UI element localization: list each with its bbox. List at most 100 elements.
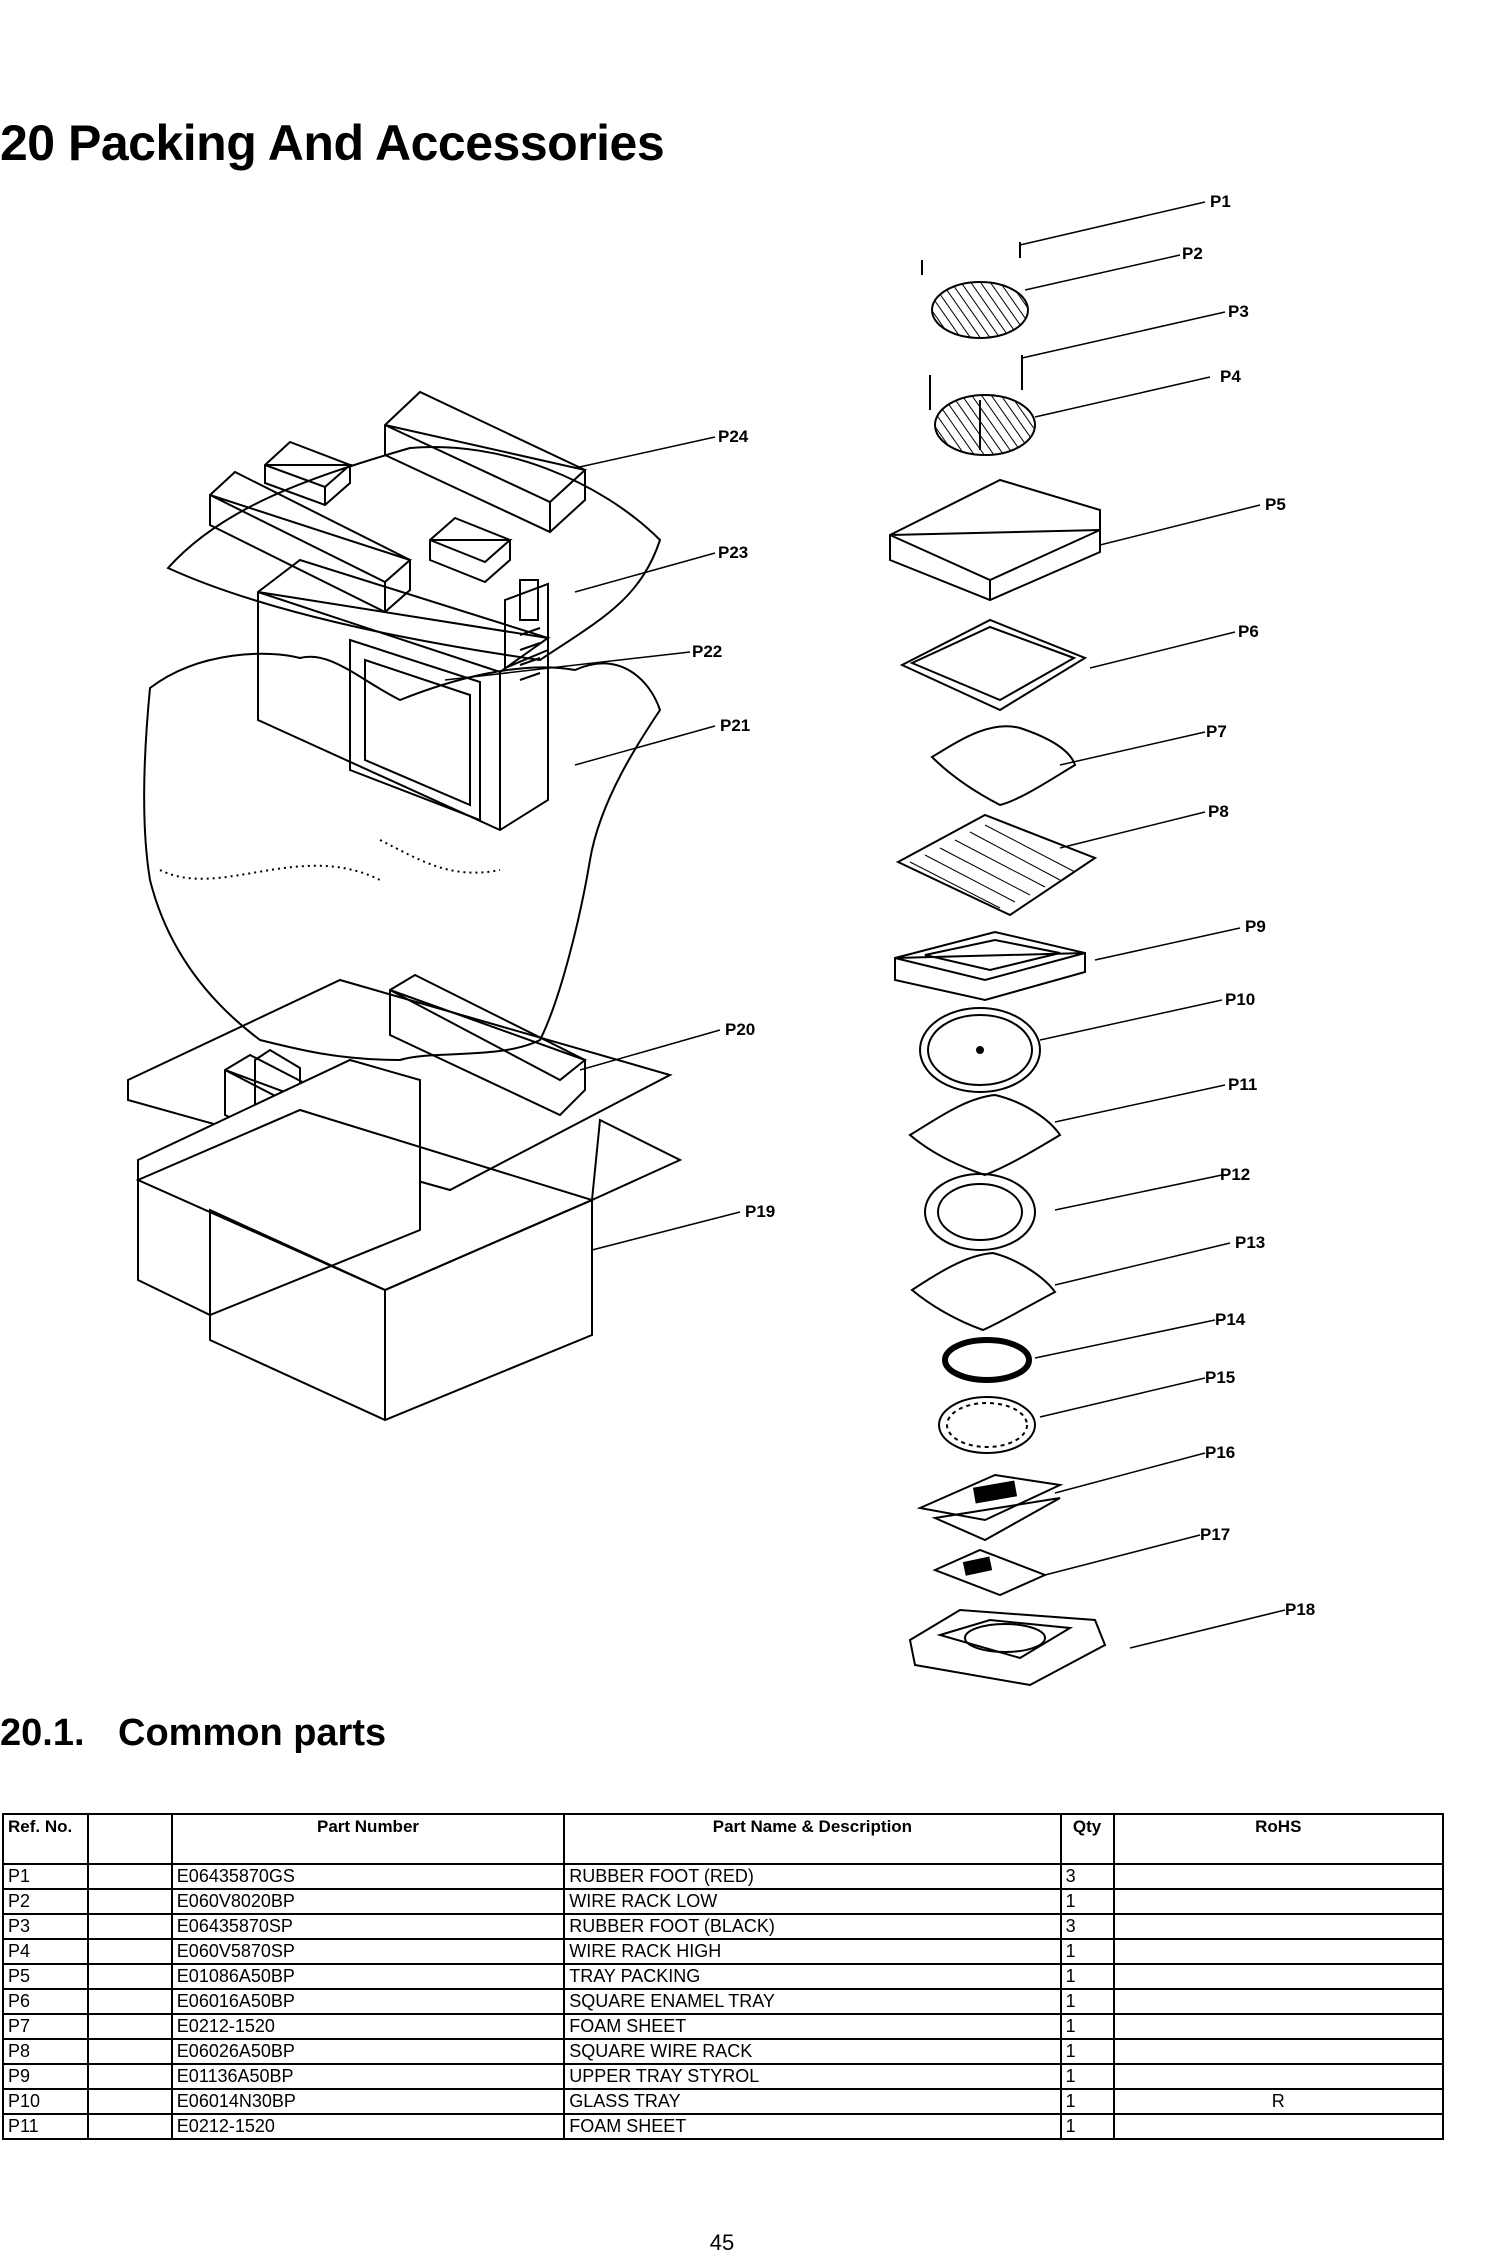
part-p14-ring: [942, 1337, 1032, 1383]
callout-p19: P19: [745, 1202, 775, 1221]
callout-p18: P18: [1285, 1600, 1315, 1619]
page-number: 45: [709, 2230, 735, 2255]
cell-part-number: E06435870SP: [170, 1913, 566, 1940]
header-rohs: RoHS: [1112, 1813, 1445, 1865]
cell-part-name: SQUARE WIRE RACK: [563, 2038, 1062, 2065]
callout-p8: P8: [1208, 802, 1229, 821]
cell-blank: [86, 1938, 173, 1965]
cell-blank: [86, 2013, 173, 2040]
cell-rohs: [1112, 2113, 1445, 2140]
cell-rohs: [1112, 1888, 1445, 1915]
cell-part-name: GLASS TRAY: [563, 2088, 1062, 2115]
cell-rohs: [1112, 1938, 1445, 1965]
callout-p23: P23: [718, 543, 748, 562]
callout-p9: P9: [1245, 917, 1266, 936]
cell-rohs: [1112, 2063, 1445, 2090]
header-qty: Qty: [1059, 1813, 1115, 1865]
cell-part-name: RUBBER FOOT (BLACK): [563, 1913, 1062, 1940]
cell-qty: 1: [1059, 2113, 1115, 2140]
callout-p17: P17: [1200, 1525, 1230, 1544]
part-p15-roller: [938, 1396, 1036, 1454]
cell-ref-no: P1: [2, 1863, 89, 1890]
callout-p6: P6: [1238, 622, 1259, 641]
cell-rohs: [1112, 1863, 1445, 1890]
cell-rohs: [1112, 2013, 1445, 2040]
cell-part-number: E0212-1520: [170, 2113, 566, 2140]
part-foam-front-left: [209, 470, 513, 614]
cell-part-number: E06016A50BP: [170, 1988, 566, 2015]
cell-qty: 1: [1059, 2088, 1115, 2115]
cell-blank: [86, 1913, 173, 1940]
cell-qty: 1: [1059, 1888, 1115, 1915]
callout-p10: P10: [1225, 990, 1255, 1009]
leader-lines-left: [444, 436, 741, 1251]
cell-rohs: [1112, 1913, 1445, 1940]
cell-blank: [86, 2063, 173, 2090]
cell-blank: [86, 2113, 173, 2140]
callout-p22: P22: [692, 642, 722, 661]
part-p9-styrol-tray: [894, 930, 1086, 1002]
cell-part-number: E0212-1520: [170, 2013, 566, 2040]
cell-ref-no: P3: [2, 1913, 89, 1940]
cell-part-number: E01086A50BP: [170, 1963, 566, 1990]
cell-blank: [86, 1988, 173, 2015]
cell-part-number: E06026A50BP: [170, 2038, 566, 2065]
cell-part-name: RUBBER FOOT (RED): [563, 1863, 1062, 1890]
part-p18-base-packing: [908, 1608, 1107, 1687]
cell-qty: 1: [1059, 2063, 1115, 2090]
part-p17-card: [932, 1548, 1048, 1597]
cell-ref-no: P8: [2, 2038, 89, 2065]
cell-part-number: E06435870GS: [170, 1863, 566, 1890]
part-p7-foam-sheet: [930, 725, 1077, 807]
diagram-svg: P1 P2 P3 P4 P5 P6 P7 P8 P9 P10 P11 P12 P…: [127, 192, 1315, 1687]
part-p4-wire-rack-high: [929, 355, 1036, 456]
callout-p5: P5: [1265, 495, 1286, 514]
cell-qty: 1: [1059, 1963, 1115, 1990]
cell-part-number: E060V5870SP: [170, 1938, 566, 1965]
cell-qty: 3: [1059, 1913, 1115, 1940]
part-p11-foam-sheet: [908, 1093, 1062, 1177]
common-parts-table: Ref. No. Part Number Part Name & Descrip…: [2, 1813, 1445, 2140]
cell-rohs: [1112, 2038, 1445, 2065]
part-p23-film-top: [166, 446, 662, 662]
cell-blank: [86, 2038, 173, 2065]
cell-qty: 1: [1059, 1988, 1115, 2015]
header-ref-no: Ref. No.: [2, 1813, 89, 1865]
cell-ref-no: P4: [2, 1938, 89, 1965]
part-microwave-oven: [257, 558, 551, 832]
part-p5-tray-packing: [889, 478, 1101, 602]
callout-p16: P16: [1205, 1443, 1235, 1462]
cell-rohs: [1112, 1988, 1445, 2015]
cell-ref-no: P11: [2, 2113, 89, 2140]
callout-p2: P2: [1182, 244, 1203, 263]
cell-qty: 1: [1059, 1938, 1115, 1965]
cell-part-name: WIRE RACK HIGH: [563, 1938, 1062, 1965]
callout-p15: P15: [1205, 1368, 1235, 1387]
header-blank: [86, 1813, 173, 1865]
page-title: 20 Packing And Accessories: [0, 115, 665, 171]
callout-p3: P3: [1228, 302, 1249, 321]
section-title-text: Common parts: [118, 1712, 387, 1754]
cell-ref-no: P9: [2, 2063, 89, 2090]
header-part-name: Part Name & Description: [563, 1813, 1062, 1865]
cell-qty: 3: [1059, 1863, 1115, 1890]
callout-p20: P20: [725, 1020, 755, 1039]
cell-blank: [86, 1863, 173, 1890]
cell-rohs: R: [1112, 2088, 1445, 2115]
callout-p11: P11: [1228, 1075, 1257, 1094]
section-title: 20.1.Common parts: [0, 1712, 386, 1755]
callout-p12: P12: [1220, 1165, 1250, 1184]
table-header-row: Ref. No. Part Number Part Name & Descrip…: [2, 1813, 1445, 1865]
part-p16-manual: [916, 1473, 1064, 1542]
part-p13-foam-sheet: [910, 1251, 1057, 1332]
callout-p14: P14: [1215, 1310, 1246, 1329]
callout-labels: P1 P2 P3 P4 P5 P6 P7 P8 P9 P10 P11 P12 P…: [692, 192, 1315, 1619]
cell-part-name: FOAM SHEET: [563, 2013, 1062, 2040]
